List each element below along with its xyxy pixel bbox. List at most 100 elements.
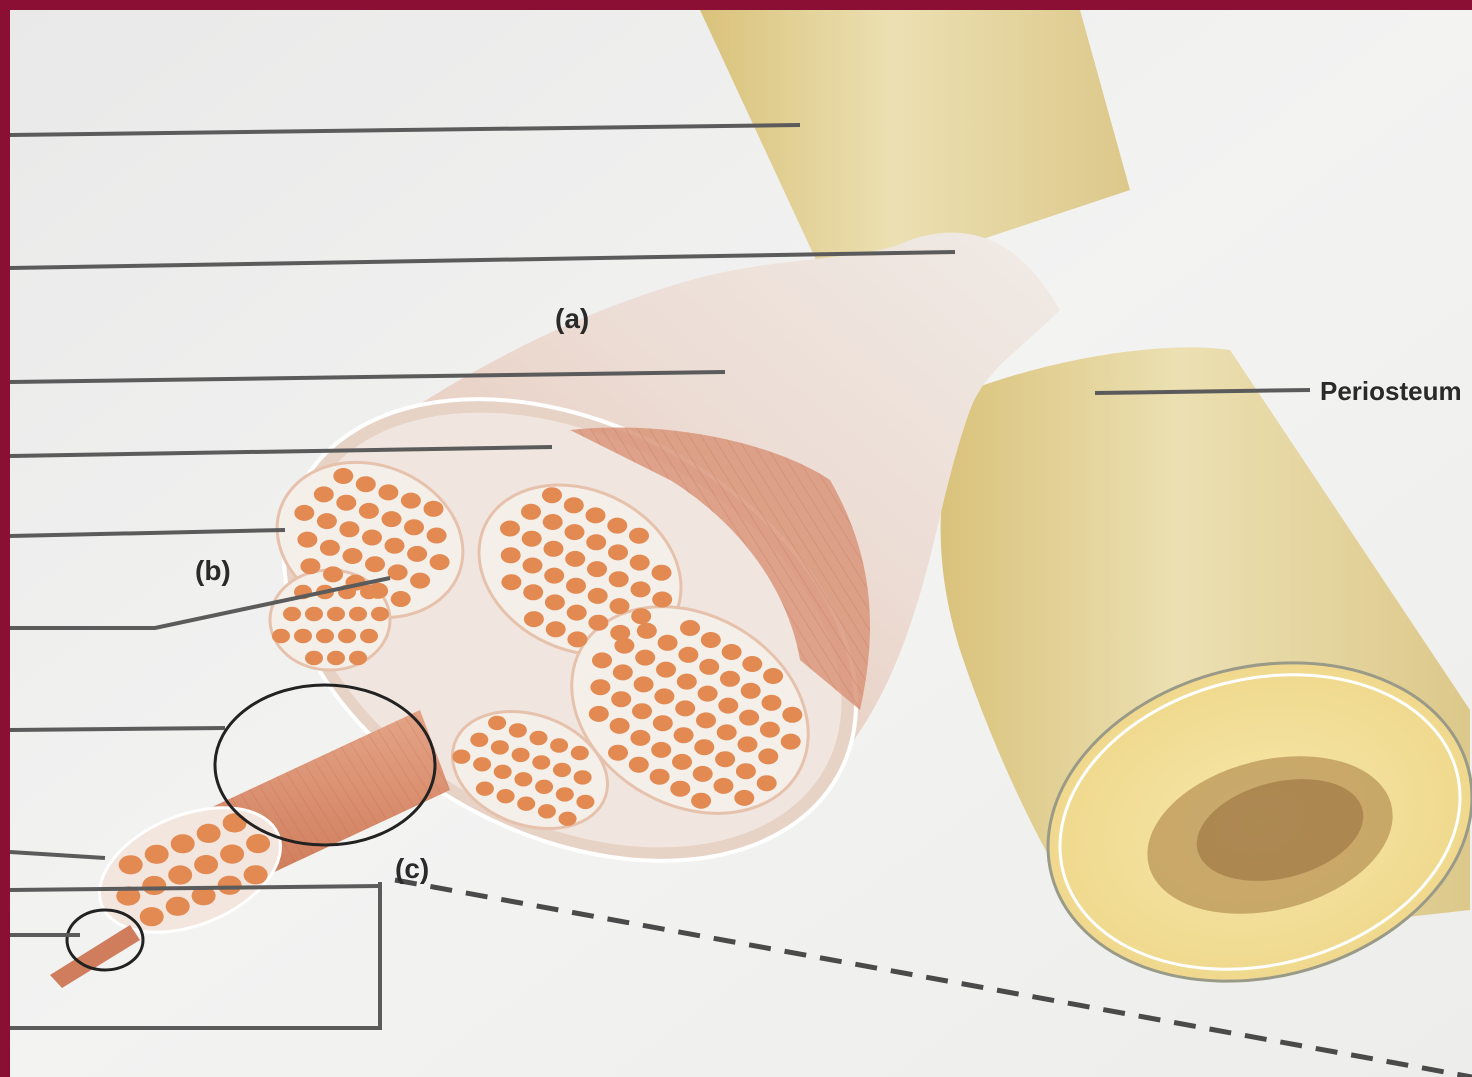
muscle-fiber xyxy=(653,715,673,731)
muscle-fiber xyxy=(378,484,398,500)
muscle-fiber xyxy=(343,548,363,564)
muscle-fiber xyxy=(283,607,301,621)
muscle-fiber xyxy=(545,594,565,610)
muscle-fiber xyxy=(501,574,521,590)
muscle-fiber xyxy=(427,528,447,544)
muscle-fiber xyxy=(145,845,169,864)
muscle-fiber xyxy=(590,679,610,695)
muscle-fiber xyxy=(680,620,700,636)
muscle-fiber xyxy=(760,722,780,738)
muscle-fiber xyxy=(223,813,247,832)
muscle-fiber xyxy=(630,555,650,571)
muscle-fiber xyxy=(542,487,562,503)
muscle-fiber xyxy=(538,804,556,818)
muscle-fiber xyxy=(650,769,670,785)
muscle-fiber xyxy=(782,707,802,723)
label-c: (c) xyxy=(395,853,429,884)
muscle-fiber xyxy=(576,795,594,809)
muscle-fiber xyxy=(168,865,192,884)
muscle-fiber xyxy=(632,703,652,719)
muscle-fiber xyxy=(424,501,444,517)
muscle-fiber xyxy=(514,772,532,786)
muscle-fiber xyxy=(696,712,716,728)
muscle-fiber xyxy=(535,780,553,794)
muscle-fiber xyxy=(736,763,756,779)
muscle-fiber xyxy=(592,652,612,668)
muscle-fiber xyxy=(333,468,353,484)
muscle-fiber xyxy=(674,727,694,743)
muscle-fiber xyxy=(320,540,340,556)
muscle-fiber xyxy=(543,514,563,530)
muscle-fiber xyxy=(553,763,571,777)
muscle-fiber xyxy=(501,547,521,563)
label-periosteum: Periosteum xyxy=(1320,376,1462,406)
muscle-fiber xyxy=(567,631,587,647)
muscle-fiber xyxy=(316,629,334,643)
muscle-fiber xyxy=(360,585,378,599)
muscle-fiber xyxy=(491,740,509,754)
muscle-fiber xyxy=(675,700,695,716)
muscle-fiber xyxy=(171,834,195,853)
muscle-fiber xyxy=(587,561,607,577)
muscle-fiber xyxy=(404,519,424,535)
muscle-fiber xyxy=(410,573,430,589)
muscle-fiber xyxy=(470,733,488,747)
muscle-fiber xyxy=(294,505,314,521)
muscle-fiber xyxy=(388,564,408,580)
muscle-fiber xyxy=(670,781,690,797)
muscle-fiber xyxy=(430,554,450,570)
muscle-fiber xyxy=(658,635,678,651)
muscle-fiber xyxy=(382,511,402,527)
muscle-fiber xyxy=(349,607,367,621)
muscle-fiber xyxy=(718,698,738,714)
label-a: (a) xyxy=(555,303,589,334)
muscle-fiber xyxy=(694,739,714,755)
muscle-fiber xyxy=(488,716,506,730)
muscle-fiber xyxy=(524,611,544,627)
muscle-fiber xyxy=(742,656,762,672)
muscle-fiber xyxy=(757,775,777,791)
muscle-fiber xyxy=(119,855,143,874)
muscle-fiber xyxy=(656,662,676,678)
muscle-fiber xyxy=(476,782,494,796)
muscle-fiber xyxy=(359,503,379,519)
muscle-fiber xyxy=(544,541,564,557)
muscle-fiber xyxy=(244,865,268,884)
muscle-fiber xyxy=(738,736,758,752)
muscle-fiber xyxy=(360,629,378,643)
muscle-fiber xyxy=(494,765,512,779)
muscle-fiber xyxy=(194,855,218,874)
muscle-fiber xyxy=(391,591,411,607)
muscle-fiber xyxy=(532,755,550,769)
muscle-fiber xyxy=(523,584,543,600)
muscle-fiber xyxy=(629,757,649,773)
muscle-fiber xyxy=(630,730,650,746)
muscle-fiber xyxy=(699,659,719,675)
muscle-fiber xyxy=(566,578,586,594)
muscle-fiber xyxy=(142,876,166,895)
muscle-fiber xyxy=(565,524,585,540)
muscle-fiber xyxy=(741,683,761,699)
muscle-fiber xyxy=(678,647,698,663)
muscle-fiber xyxy=(672,754,692,770)
muscle-fiber xyxy=(734,790,754,806)
muscle-fiber xyxy=(365,556,385,572)
muscle-fiber xyxy=(497,789,515,803)
muscle-fiber xyxy=(323,566,343,582)
muscle-fiber xyxy=(714,778,734,794)
muscle-fiber xyxy=(305,607,323,621)
muscle-fiber xyxy=(763,668,783,684)
muscle-fiber xyxy=(691,793,711,809)
muscle-fiber xyxy=(336,495,356,511)
muscle-fiber xyxy=(614,638,634,654)
muscle-fiber xyxy=(564,497,584,513)
muscle-fiber xyxy=(327,607,345,621)
muscle-fiber xyxy=(385,538,405,554)
muscle-fiber xyxy=(608,544,628,560)
muscle-fiber xyxy=(629,528,649,544)
muscle-fiber xyxy=(550,738,568,752)
muscle-fiber xyxy=(715,751,735,767)
muscle-fiber xyxy=(300,558,320,574)
muscle-fiber xyxy=(586,534,606,550)
muscle-fiber xyxy=(521,504,541,520)
